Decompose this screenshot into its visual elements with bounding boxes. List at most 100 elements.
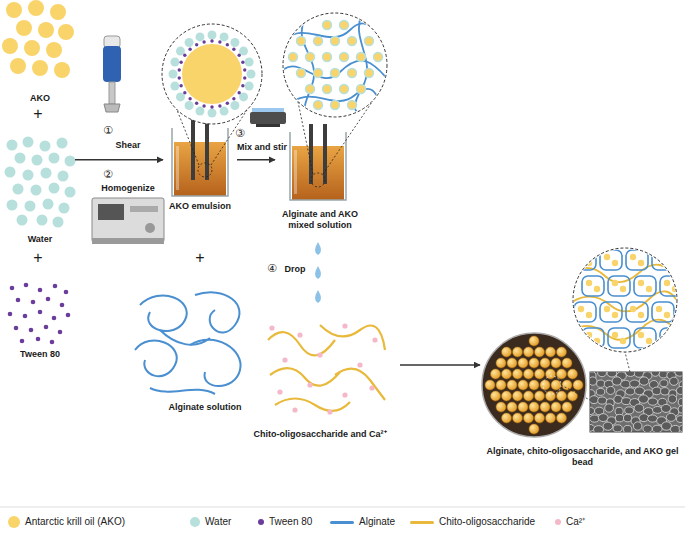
- alginate-cell: [652, 302, 674, 322]
- calcium-ion: [342, 323, 347, 328]
- magnified-view: [177, 110, 199, 165]
- water-molecule: [185, 101, 194, 110]
- surfactant-molecule: [218, 104, 221, 107]
- falling-drops: [315, 242, 321, 303]
- oil-droplet: [2, 38, 18, 54]
- surfactant-molecule: [50, 340, 55, 345]
- sem-pore: [621, 380, 631, 388]
- mixed-beaker: [294, 150, 297, 194]
- water-molecule: [31, 185, 42, 196]
- surfactant-molecule: [237, 91, 240, 94]
- oil-droplet: [646, 286, 652, 292]
- water-molecule: [170, 57, 179, 66]
- sem-pore: [590, 407, 595, 415]
- legend-label: Chito-oligosaccharide: [439, 516, 535, 528]
- gel-bead: [557, 369, 567, 379]
- calcium-ion: [292, 407, 297, 412]
- surfactant-molecule: [16, 298, 21, 303]
- sem-pore: [659, 372, 667, 378]
- gel-bead: [491, 391, 501, 401]
- surfactant-molecule: [232, 97, 235, 100]
- oil-droplet: [331, 37, 340, 46]
- gel-bead: [513, 369, 523, 379]
- shear-device: [103, 46, 121, 82]
- mixed-beaker: [292, 146, 344, 200]
- water-molecule: [17, 215, 28, 226]
- gel-bead: [562, 358, 572, 368]
- node-label: Alginate and AKO mixed solution: [275, 209, 365, 231]
- legend-item: Antarctic krill oil (AKO): [8, 516, 125, 528]
- water-molecule: [169, 70, 178, 79]
- alginate-cell: [652, 250, 674, 270]
- alginate-cell: [574, 302, 596, 322]
- water-molecule: [7, 140, 18, 151]
- chitooligosaccharide-chains: [275, 399, 350, 411]
- oil-droplet: [664, 260, 670, 266]
- surfactant-molecule: [218, 40, 221, 43]
- plus-sign: +: [33, 106, 42, 122]
- water-molecule: [220, 107, 229, 116]
- magnified-view: [573, 248, 677, 352]
- shear-device: [109, 82, 115, 104]
- alginate-cell: [634, 328, 656, 348]
- sem-pores: [590, 372, 682, 432]
- oil-droplet: [348, 69, 357, 78]
- calcium-ion: [277, 389, 282, 394]
- step-number: ②: [103, 168, 113, 181]
- gel-bead: [568, 369, 578, 379]
- surfactant-molecule: [195, 43, 198, 46]
- magnified-view: [182, 44, 242, 104]
- sem-pore: [605, 404, 614, 412]
- alginate-cell: [626, 302, 648, 322]
- surfactant-molecule: [188, 48, 191, 51]
- water-molecule: [49, 153, 60, 164]
- stir-plate: [250, 112, 286, 124]
- oil-droplet: [340, 21, 349, 30]
- emulsion-beaker: [205, 118, 209, 180]
- legend-swatch: [555, 519, 561, 525]
- water-molecule: [230, 38, 239, 47]
- oil-droplet: [664, 312, 670, 318]
- gel-bead: [529, 424, 539, 434]
- alginate-chains: [135, 292, 241, 394]
- legend-divider: [0, 507, 685, 508]
- oil-droplet: [638, 260, 644, 266]
- surfactant-molecule: [36, 337, 41, 342]
- sem-image: [625, 352, 630, 372]
- alginate-cell: [660, 276, 682, 296]
- calcium-ion: [342, 392, 347, 397]
- oil-droplet: [586, 260, 592, 266]
- oil-droplet: [604, 306, 610, 312]
- surfactant-molecule: [20, 339, 25, 344]
- water-molecule: [7, 200, 18, 211]
- sem-pore: [594, 426, 604, 432]
- gel-bead: [557, 391, 567, 401]
- water-molecule: [32, 155, 43, 166]
- oil-droplet: [638, 312, 644, 318]
- chitooligosaccharide-chains: [268, 332, 335, 355]
- sem-pore: [675, 372, 682, 376]
- homogenizer-machine: [92, 238, 164, 244]
- surfactant-molecule: [237, 54, 240, 57]
- surfactant-molecule: [178, 68, 181, 71]
- water-molecule: [59, 203, 70, 214]
- water-molecule: [220, 32, 229, 41]
- gel-network: [572, 250, 682, 348]
- oil-droplet: [314, 101, 323, 110]
- gel-bead: [573, 380, 583, 390]
- surfactant-molecule: [183, 54, 186, 57]
- magnified-view: [162, 24, 262, 177]
- emulsion-beaker: [174, 142, 226, 196]
- calcium-ion: [269, 325, 274, 330]
- oil-droplet: [16, 20, 32, 36]
- magnified-view: [298, 102, 313, 174]
- oil-droplet: [646, 338, 652, 344]
- surfactant-molecule: [38, 310, 43, 315]
- water-molecule: [195, 107, 204, 116]
- alginate-chains: [190, 340, 241, 386]
- gel-bead: [518, 402, 528, 412]
- calcium-ion: [282, 357, 287, 362]
- oil-droplet: [664, 332, 670, 338]
- legend-item: Chito-oligosaccharide: [410, 516, 535, 528]
